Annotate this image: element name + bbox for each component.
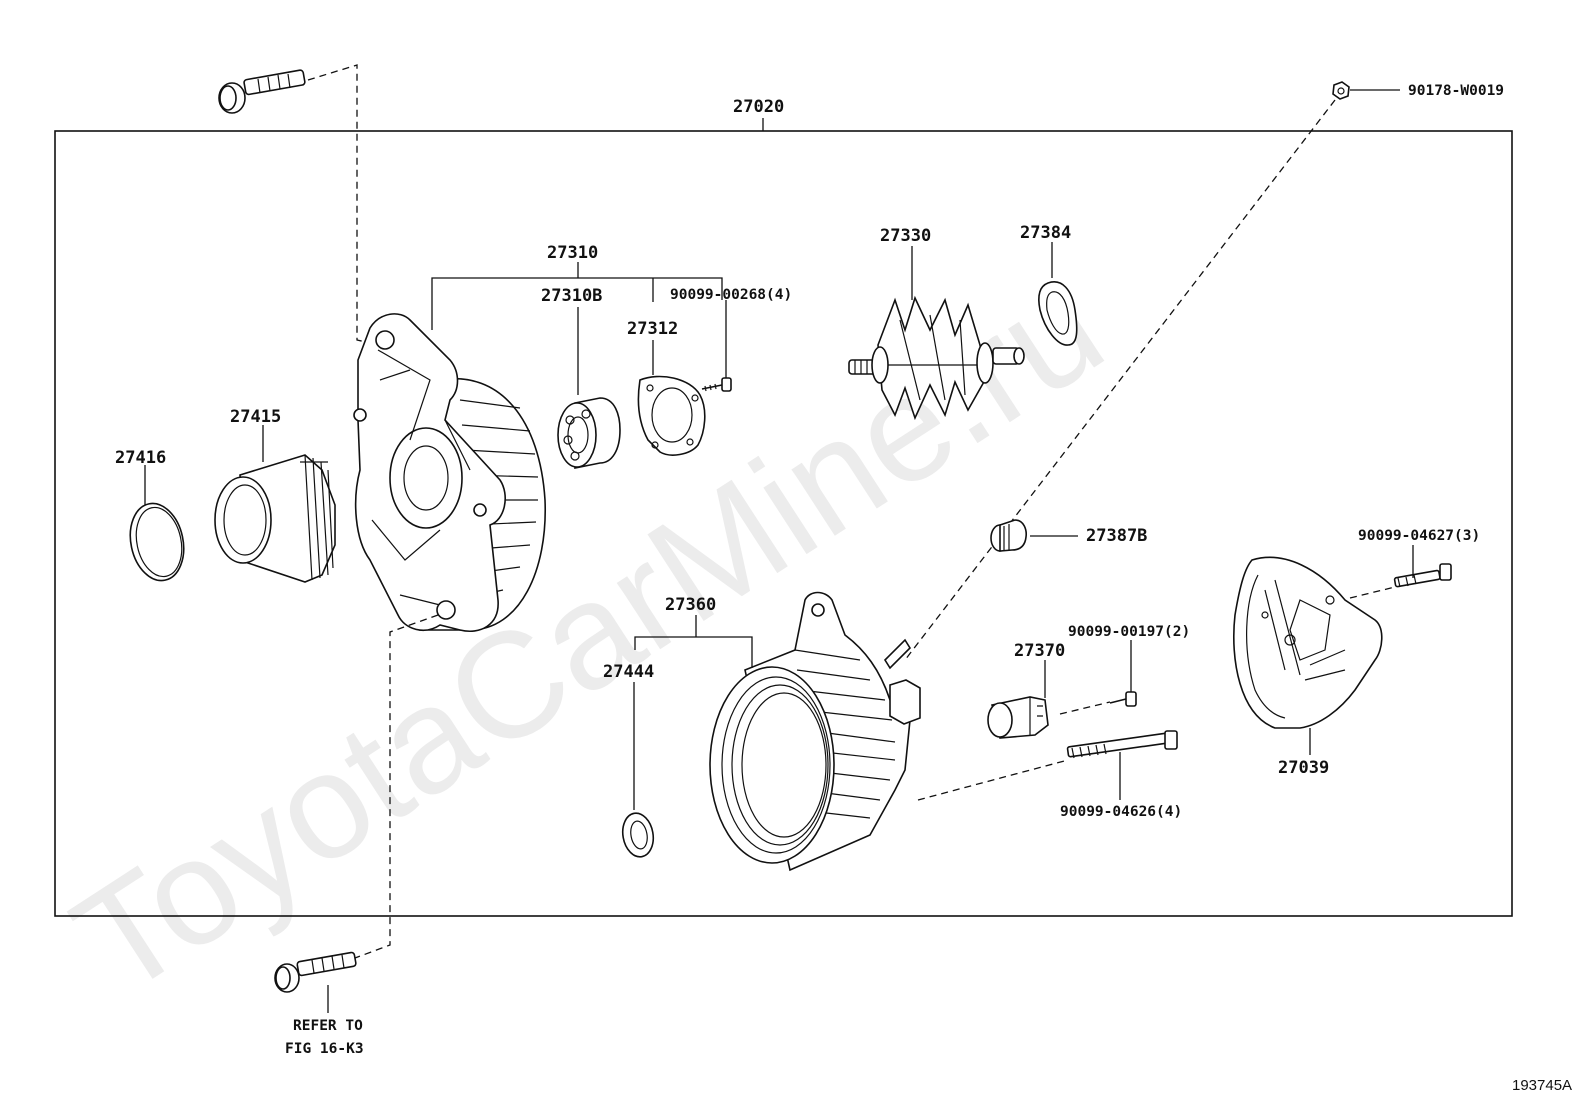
washer-27444-icon bbox=[621, 812, 655, 858]
bolt-top-left-icon bbox=[218, 69, 306, 114]
label-27444: 27444 bbox=[603, 662, 654, 682]
label-90099-04626: 90099-04626(4) bbox=[1060, 804, 1182, 820]
rear-cover-27039-icon bbox=[1232, 556, 1383, 729]
label-27416: 27416 bbox=[115, 448, 166, 468]
terminal-27370-icon bbox=[987, 696, 1049, 739]
screw-90099-00268-icon bbox=[701, 377, 732, 392]
cap-27416-icon bbox=[129, 502, 185, 582]
label-27360: 27360 bbox=[665, 595, 716, 615]
seal-27384-icon bbox=[1038, 281, 1078, 346]
bolt-90099-04626-icon bbox=[1066, 730, 1178, 759]
rotor-27330-icon bbox=[848, 295, 1025, 421]
label-90099-00268: 90099-00268(4) bbox=[670, 287, 792, 303]
label-90178-W0019: 90178-W0019 bbox=[1408, 83, 1504, 99]
label-27039: 27039 bbox=[1278, 758, 1329, 778]
stator-frame-27360-icon bbox=[709, 591, 921, 872]
label-27415: 27415 bbox=[230, 407, 281, 427]
label-27387B: 27387B bbox=[1086, 526, 1147, 546]
label-27370: 27370 bbox=[1014, 641, 1065, 661]
bolt-90099-04627-icon bbox=[1393, 563, 1452, 588]
insulator-27387B-icon bbox=[990, 519, 1027, 552]
nut-90178-W0019-icon bbox=[1332, 81, 1350, 100]
bearing-27310B-icon bbox=[557, 397, 621, 469]
label-27020: 27020 bbox=[733, 97, 784, 117]
refer-line-1: REFER TO bbox=[293, 1018, 363, 1034]
label-27330: 27330 bbox=[880, 226, 931, 246]
label-27312: 27312 bbox=[627, 319, 678, 339]
label-27384: 27384 bbox=[1020, 223, 1071, 243]
front-housing-27310-icon bbox=[353, 313, 546, 632]
label-90099-00197: 90099-00197(2) bbox=[1068, 624, 1190, 640]
label-27310B: 27310B bbox=[541, 286, 602, 306]
screw-90099-00197-icon bbox=[1109, 691, 1137, 707]
bolt-bottom-left-icon bbox=[274, 951, 357, 993]
diagram-number: 193745A bbox=[1512, 1077, 1572, 1094]
label-90099-04627: 90099-04627(3) bbox=[1358, 528, 1480, 544]
retainer-plate-27312-icon bbox=[637, 375, 706, 456]
refer-line-2: FIG 16-K3 bbox=[285, 1041, 364, 1057]
pulley-27415-icon bbox=[214, 454, 336, 583]
label-27310: 27310 bbox=[547, 243, 598, 263]
assembly-frame bbox=[54, 130, 1513, 917]
